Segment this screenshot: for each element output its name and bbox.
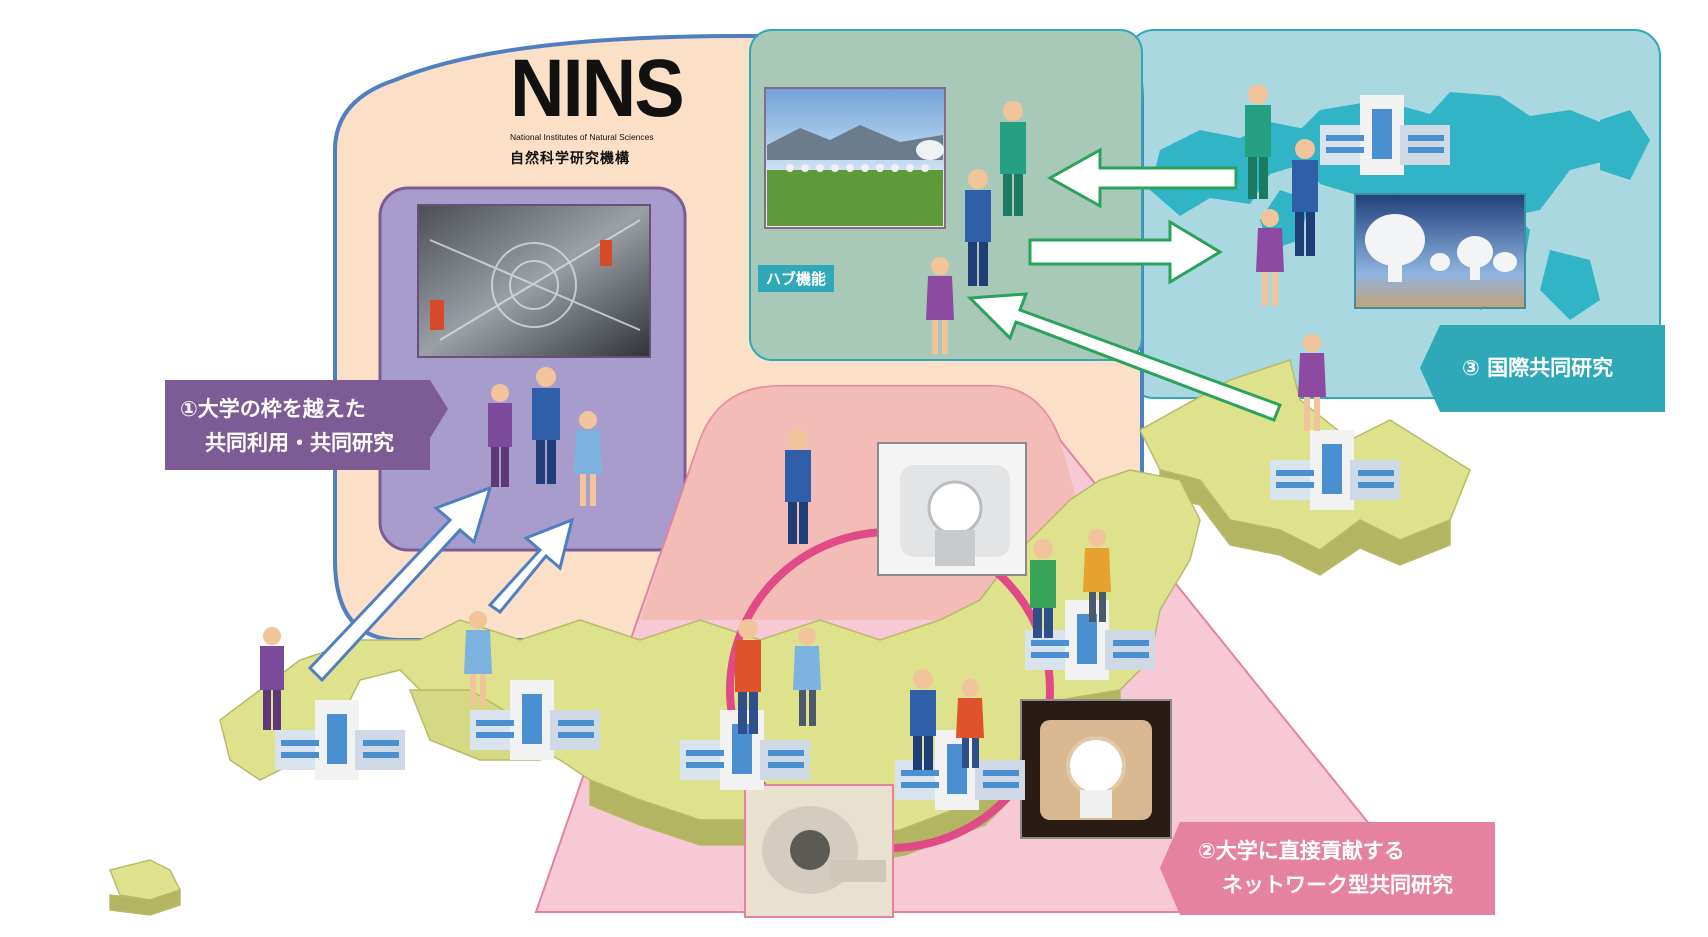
photo-mri-1: [878, 443, 1026, 575]
callout-2-line-1: ②大学に直接貢献する: [1198, 836, 1405, 866]
callout-2-line-2: ネットワーク型共同研究: [1222, 870, 1453, 900]
nins-japanese-name: 自然科学研究機構: [510, 148, 730, 168]
callout-3: ③ 国際共同研究: [1462, 353, 1613, 383]
callout-1-line-1: ①大学の枠を越えた: [180, 394, 366, 424]
photo-radio-telescopes: [765, 88, 945, 228]
callout-1-line-2: 共同利用・共同研究: [205, 428, 394, 458]
nins-logo: NINS National Institutes of Natural Scie…: [510, 48, 730, 178]
hub-label: ハブ機能: [758, 265, 834, 292]
nins-wordmark: NINS: [510, 48, 712, 130]
photo-mri-3: [745, 785, 893, 917]
photo-mri-2: [1021, 700, 1171, 838]
photo-alma-antennas: [1355, 194, 1525, 308]
photo-experiment-facility: [418, 205, 650, 357]
